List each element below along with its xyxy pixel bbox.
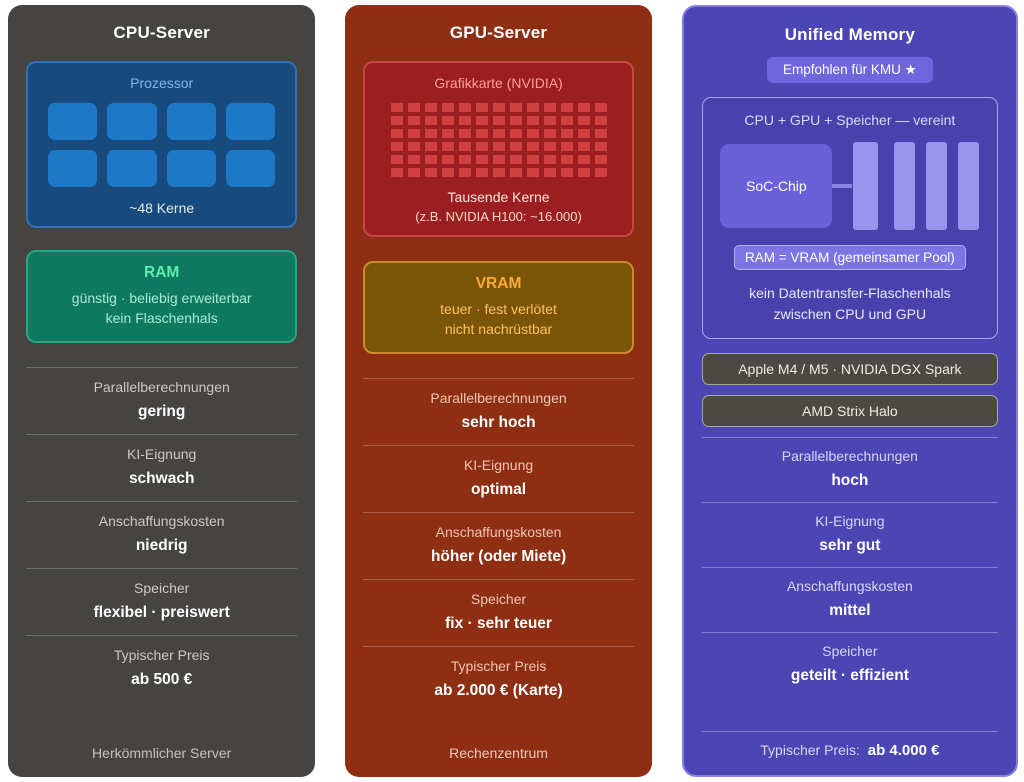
spec-value: sehr gut	[819, 537, 881, 554]
spec-label: Anschaffungskosten	[435, 523, 562, 540]
spec-label: Anschaffungskosten	[98, 512, 225, 529]
spec-label: Parallelberechnungen	[781, 448, 918, 464]
ram-box: RAM günstig · beliebig erweiterbar kein …	[26, 250, 298, 343]
cpu-cores-caption: ~48 Kerne	[129, 200, 195, 216]
bottleneck-note: kein Datentransfer-Flaschenhals zwischen…	[713, 283, 987, 325]
spec-value: schwach	[128, 469, 195, 487]
spec-value: sehr hoch	[461, 413, 536, 431]
spec-value: mittel	[829, 602, 871, 619]
spec-value: gering	[137, 402, 186, 420]
cpu-core-icon	[166, 150, 217, 187]
spec-label: Anschaffungskosten	[786, 578, 913, 594]
cpu-core-icon	[226, 150, 276, 187]
unified-price-value: ab 4.000 €	[867, 742, 940, 759]
spec-value: geteilt · effizient	[790, 667, 909, 684]
recommended-badge: Empfohlen für KMU ★	[767, 57, 933, 83]
spec-value: höher (oder Miete)	[430, 547, 567, 565]
unified-architecture-diagram: CPU + GPU + Speicher — vereint SoC-Chip …	[701, 97, 999, 339]
spec-value: hoch	[831, 472, 869, 489]
shared-pool-pill: RAM = VRAM (gemeinsamer Pool)	[734, 245, 966, 270]
vram-title: VRAM	[475, 275, 522, 292]
spec-value: niedrig	[135, 536, 188, 554]
cpu-core-icon	[226, 103, 276, 140]
unified-price-label: Typischer Preis:	[760, 742, 860, 758]
gpu-spec-preis: Typischer Preis ab 2.000 € (Karte)	[363, 645, 634, 713]
memory-bar-icon	[926, 142, 948, 230]
cpu-spec-preis: Typischer Preis ab 500 €	[26, 634, 298, 702]
unified-price-row: Typischer Preis: ab 4.000 €	[701, 731, 999, 763]
gpu-spec-speicher: Speicher fix · sehr teuer	[363, 578, 634, 646]
unified-memory-card: Unified Memory Empfohlen für KMU ★ CPU +…	[681, 5, 1019, 777]
gpu-cores-caption: Tausende Kerne	[447, 189, 550, 205]
gpu-specs: Parallelberechnungen sehr hoch KI-Eignun…	[363, 377, 634, 713]
unified-spec-parallel: Parallelberechnungen hoch	[701, 437, 999, 502]
spec-label: KI-Eignung	[815, 513, 885, 529]
cpu-spec-speicher: Speicher flexibel · preiswert	[26, 567, 298, 635]
cpu-spec-parallel: Parallelberechnungen gering	[26, 366, 298, 434]
gpu-server-card: GPU-Server Grafikkarte (NVIDIA) Tausende…	[345, 5, 652, 777]
gpu-core-grid	[390, 103, 607, 177]
spec-value: ab 500 €	[131, 670, 193, 688]
ram-line-1: günstig · beliebig erweiterbar	[71, 290, 252, 306]
gpu-cores-subcaption: (z.B. NVIDIA H100: ~16.000)	[415, 209, 582, 224]
cpu-core-icon	[107, 150, 157, 187]
vram-line-1: teuer · fest verlötet	[440, 301, 557, 317]
cpu-card-footer: Herkömmlicher Server	[92, 745, 232, 761]
cpu-card-title: CPU-Server	[113, 23, 210, 42]
vram-box: VRAM teuer · fest verlötet nicht nachrüs…	[363, 261, 634, 354]
spec-label: Typischer Preis	[450, 657, 547, 674]
product-chip-apple-nvidia: Apple M4 / M5 · NVIDIA DGX Spark	[701, 353, 999, 385]
unified-spec-kosten: Anschaffungskosten mittel	[701, 567, 999, 632]
cpu-core-icon	[166, 103, 217, 140]
soc-diagram-row: SoC-Chip	[713, 142, 987, 230]
spec-label: Typischer Preis	[113, 646, 210, 663]
spec-label: Speicher	[822, 643, 878, 659]
soc-chip: SoC-Chip	[720, 144, 833, 228]
spec-value: fix · sehr teuer	[445, 614, 552, 632]
unified-diagram-caption: CPU + GPU + Speicher — vereint	[744, 112, 956, 128]
cpu-spec-ki: KI-Eignung schwach	[26, 433, 298, 501]
gpu-card-title: GPU-Server	[449, 23, 548, 42]
unified-spec-speicher: Speicher geteilt · effizient	[701, 632, 999, 697]
spec-label: Parallelberechnungen	[93, 378, 230, 395]
connector-line	[832, 184, 853, 188]
cpu-core-icon	[48, 150, 98, 187]
ram-title: RAM	[144, 264, 180, 281]
cpu-spec-kosten: Anschaffungskosten niedrig	[26, 500, 298, 568]
vram-line-2: nicht nachrüstbar	[444, 321, 553, 338]
graphics-card-label: Grafikkarte (NVIDIA)	[434, 75, 563, 91]
cpu-core-icon	[48, 103, 98, 140]
processor-label: Prozessor	[130, 75, 194, 91]
gpu-spec-kosten: Anschaffungskosten höher (oder Miete)	[363, 511, 634, 579]
bottleneck-note-line-2: zwischen CPU und GPU	[773, 306, 927, 322]
cpu-server-card: CPU-Server Prozessor ~48 Kerne RAM günst…	[8, 5, 316, 777]
product-chip-amd: AMD Strix Halo	[701, 395, 999, 427]
memory-bar-icon	[853, 142, 879, 230]
spec-label: Speicher	[134, 579, 190, 596]
spec-label: KI-Eignung	[127, 445, 197, 462]
cpu-core-icon	[107, 103, 157, 140]
gpu-card-footer: Rechenzentrum	[449, 745, 548, 761]
spec-label: Parallelberechnungen	[430, 389, 567, 406]
unified-card-title: Unified Memory	[784, 25, 916, 44]
spec-value: ab 2.000 € (Karte)	[434, 681, 563, 699]
ram-line-2: kein Flaschenhals	[105, 310, 218, 327]
processor-box: Prozessor ~48 Kerne	[26, 61, 298, 228]
spec-value: flexibel · preiswert	[93, 603, 230, 621]
spec-label: KI-Eignung	[463, 456, 534, 473]
memory-bars	[853, 142, 980, 230]
unified-specs: Parallelberechnungen hoch KI-Eignung seh…	[701, 437, 999, 697]
graphics-card-box: Grafikkarte (NVIDIA) Tausende Kerne (z.B…	[363, 61, 634, 237]
spec-label: Speicher	[470, 590, 527, 607]
memory-bar-icon	[958, 142, 980, 230]
memory-bar-icon	[894, 142, 916, 230]
unified-spec-ki: KI-Eignung sehr gut	[701, 502, 999, 567]
cpu-specs: Parallelberechnungen gering KI-Eignung s…	[26, 366, 298, 702]
badge-row: Empfohlen für KMU ★	[702, 57, 998, 83]
gpu-spec-parallel: Parallelberechnungen sehr hoch	[363, 377, 634, 445]
cpu-core-grid	[42, 103, 281, 187]
bottleneck-note-line-1: kein Datentransfer-Flaschenhals	[749, 285, 951, 301]
gpu-spec-ki: KI-Eignung optimal	[363, 444, 634, 512]
spec-value: optimal	[470, 480, 527, 498]
